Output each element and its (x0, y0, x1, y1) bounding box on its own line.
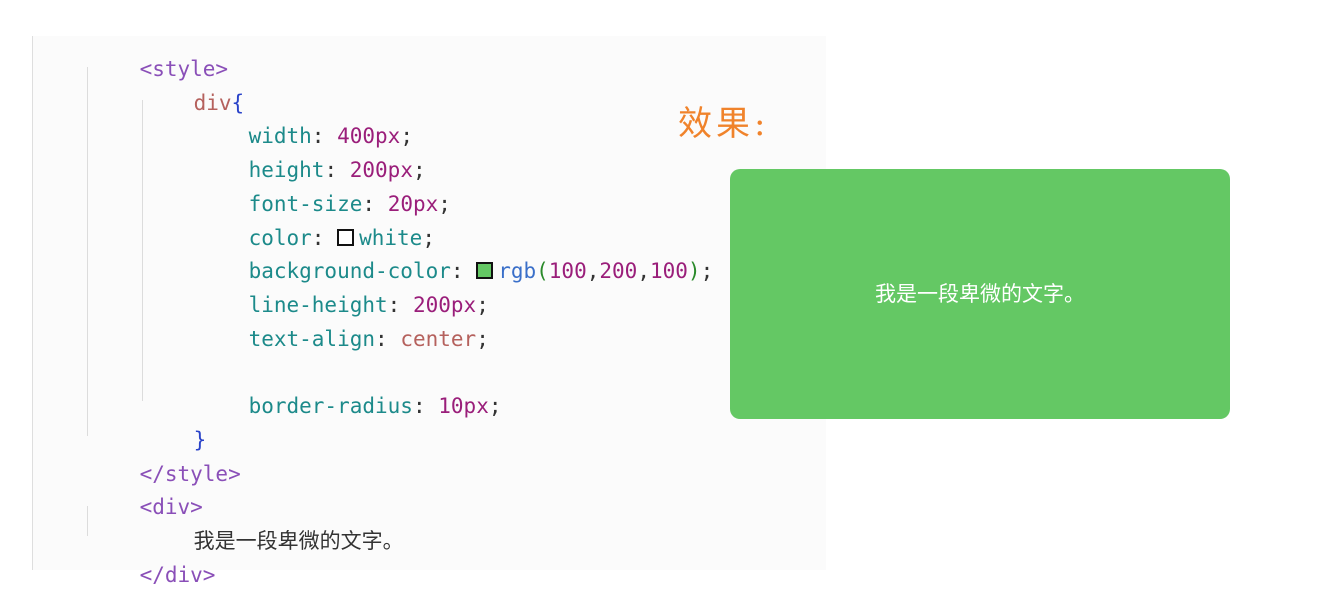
indent-guide (142, 100, 143, 401)
div-selector: div (193, 91, 232, 115)
rendered-preview-box: 我是一段卑微的文字。 (730, 169, 1230, 419)
property-value: 400px (337, 124, 401, 148)
property-name: width (248, 124, 312, 148)
property-name: border-radius (248, 394, 413, 418)
property-value: 200px (349, 158, 413, 182)
property-name: font-size (248, 192, 363, 216)
indent-guide (87, 506, 88, 536)
rgb-function: rgb (498, 259, 537, 283)
property-name: text-align (248, 327, 376, 351)
preview-box-text: 我是一段卑微的文字。 (875, 282, 1085, 306)
property-value: 20px (387, 192, 439, 216)
code-line-style-close[interactable]: </style> (89, 441, 241, 485)
code-line-text-align[interactable]: text-align: center; (248, 327, 489, 351)
style-open-tag: <style> (139, 57, 229, 81)
code-line-background-color[interactable]: background-color: rgb(100,200,100); (248, 259, 714, 283)
code-line-border-radius[interactable]: border-radius: 10px; (248, 394, 502, 418)
close-brace: } (193, 428, 207, 452)
code-line-div-open[interactable]: <div> (89, 474, 203, 518)
property-value: center (400, 327, 477, 351)
code-line-line-height[interactable]: line-height: 200px; (248, 293, 489, 317)
color-swatch-icon[interactable] (476, 262, 494, 279)
color-swatch-icon[interactable] (337, 229, 355, 246)
code-line-close-brace[interactable]: } (143, 407, 207, 451)
code-line-width[interactable]: width: 400px; (248, 124, 413, 148)
code-editor[interactable]: <style> div{ width: 400px; height: 200px… (32, 36, 826, 586)
property-name: height (248, 158, 325, 182)
code-line-div-close[interactable]: </div> (89, 542, 216, 586)
property-value: 10px (438, 394, 489, 418)
property-name: line-height (248, 293, 388, 317)
indent-guide (87, 67, 88, 436)
property-value: 200px (412, 293, 477, 317)
open-brace: { (231, 91, 245, 115)
div-close-tag: </div> (139, 563, 216, 587)
code-line-height[interactable]: height: 200px; (248, 158, 426, 182)
div-text-content: 我是一段卑微的文字。 (193, 529, 404, 553)
code-line-font-size[interactable]: font-size: 20px; (248, 192, 451, 216)
code-line-selector[interactable]: div{ (143, 70, 245, 114)
code-line-div-text[interactable]: 我是一段卑微的文字。 (143, 508, 404, 552)
effect-label: 效果: (678, 104, 770, 144)
code-line-style-open[interactable]: <style> (89, 36, 229, 80)
code-line-color[interactable]: color: white; (248, 226, 435, 250)
div-open-tag: <div> (139, 495, 203, 519)
property-value: white (359, 226, 423, 250)
property-name: color (248, 226, 312, 250)
property-name: background-color (248, 259, 451, 283)
style-close-tag: </style> (139, 462, 241, 486)
